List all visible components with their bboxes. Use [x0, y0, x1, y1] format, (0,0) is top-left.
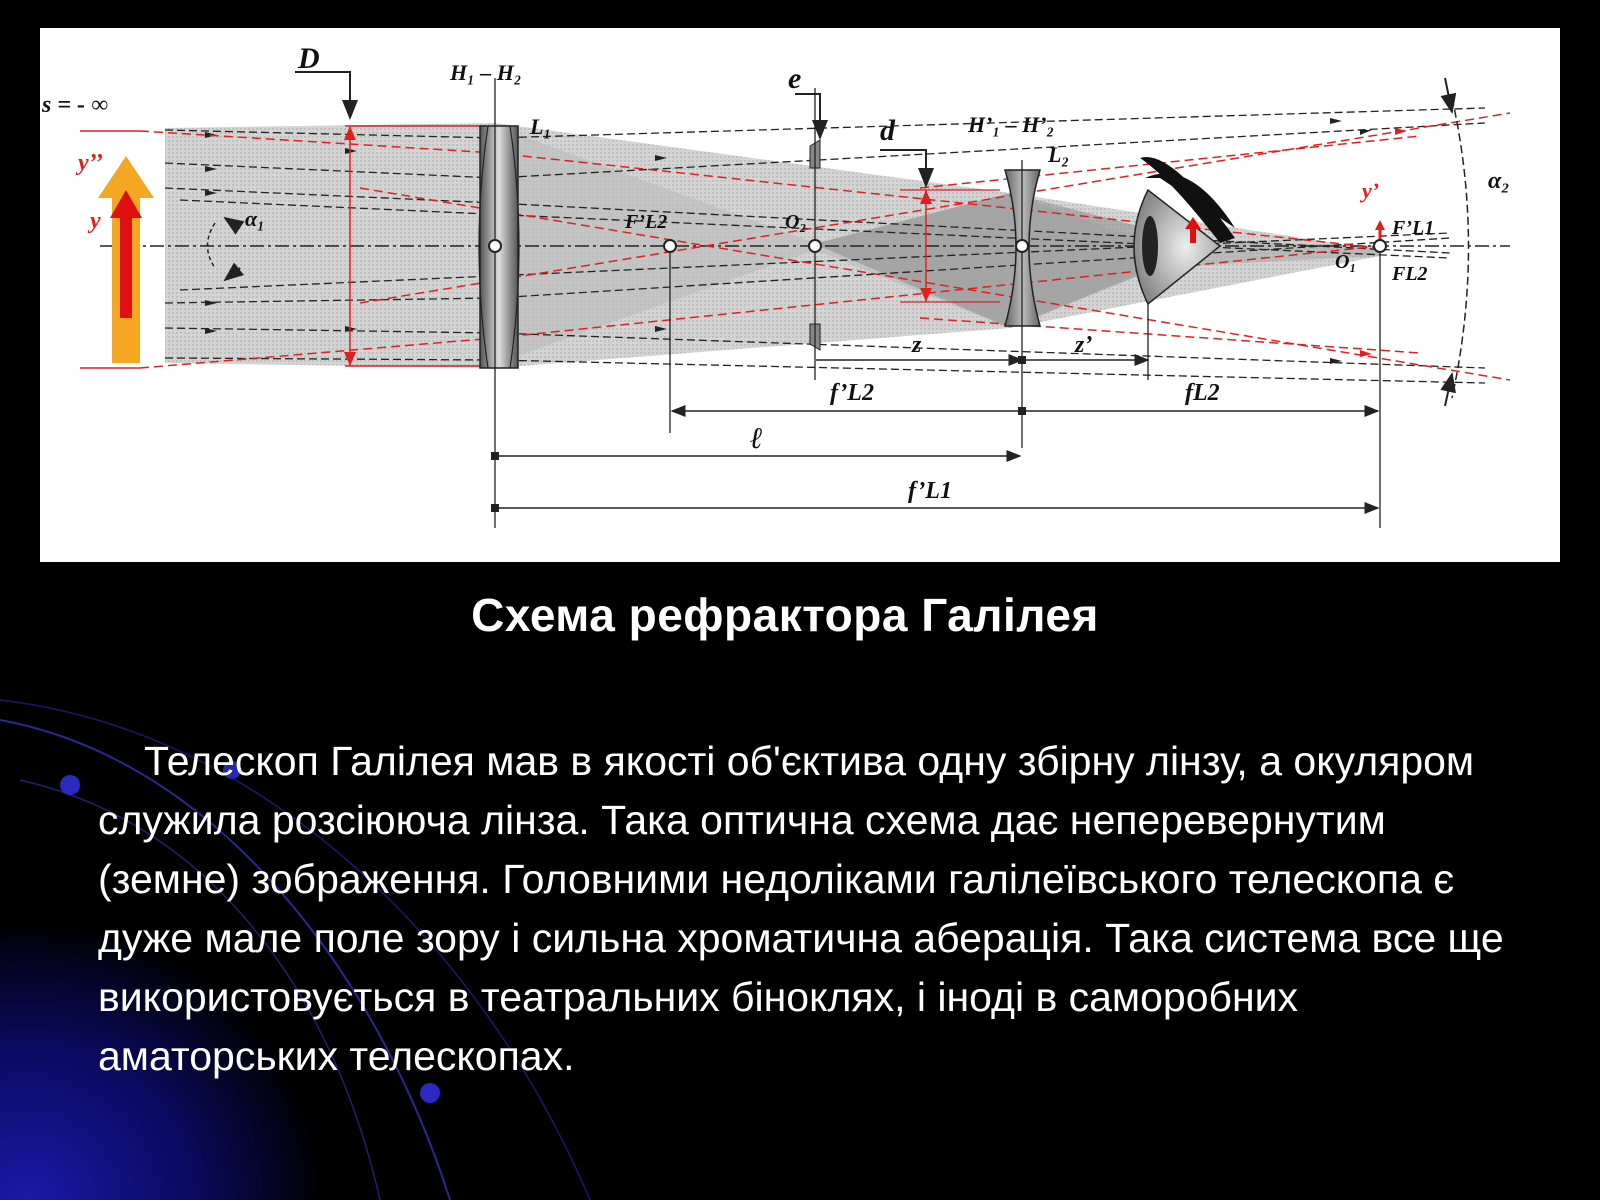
label-y-double-prime: y’’	[75, 150, 103, 176]
black-rays	[164, 107, 1486, 384]
label-F-L2-prime: F’L2	[624, 211, 667, 233]
angle-alpha2-arc	[1440, 77, 1470, 407]
label-f-L2-prime: f’L2	[830, 380, 874, 406]
label-alpha1: α₁	[245, 206, 265, 231]
label-y: y	[87, 208, 101, 234]
label-F-L2: FL2	[1391, 263, 1428, 285]
angle-alpha1-arc	[206, 222, 216, 269]
body-paragraph: Телескоп Галілея мав в якості об'єктива …	[98, 738, 1504, 1079]
label-z-prime: z’	[1074, 332, 1092, 358]
dimension-lines	[495, 354, 1380, 514]
eyepiece-lens-L2	[1004, 160, 1041, 448]
label-O1: O₁	[1335, 251, 1356, 273]
label-z: z	[911, 332, 922, 358]
aperture-dimension	[295, 71, 485, 367]
exit-diameter-d	[880, 149, 1000, 303]
focal-point-F-L2	[663, 239, 677, 433]
label-F-L1-prime: F’L1	[1391, 217, 1434, 239]
objective-lens-L1	[478, 78, 520, 528]
focal-point-O1	[1373, 220, 1387, 528]
label-e: e	[788, 62, 801, 95]
label-y-prime: y’	[1359, 178, 1379, 203]
label-D: D	[297, 42, 320, 75]
label-H1-H2: H₁ – H₂	[449, 60, 522, 85]
telescope-diagram: s = - ∞ D H₁ – H₂ L₁ e d H’₁ – H’₂ L₂ α₂…	[40, 28, 1560, 562]
red-arrowheads	[1360, 128, 1407, 357]
label-f-L1-prime: f’L1	[908, 478, 952, 504]
slide-title: Схема рефрактора Галілея	[471, 589, 1099, 641]
red-rays	[139, 112, 1511, 381]
field-stop-e	[795, 88, 828, 380]
label-L1: L₁	[529, 114, 551, 139]
label-f-L2: fL2	[1185, 380, 1220, 406]
eye-icon	[1133, 157, 1235, 380]
light-beam	[165, 123, 1380, 368]
label-alpha2: α₂	[1488, 168, 1510, 194]
body-text: Телескоп Галілея мав в якості об'єктива …	[98, 732, 1538, 1086]
label-d: d	[880, 114, 896, 147]
label-L2: L₂	[1047, 142, 1069, 167]
label-H1p-H2p: H’₁ – H’₂	[967, 112, 1054, 137]
object-arrow	[98, 156, 154, 363]
label-O2: O₂	[785, 211, 806, 233]
label-l: ℓ	[750, 422, 763, 455]
label-s-infinity: s = - ∞	[41, 92, 108, 118]
